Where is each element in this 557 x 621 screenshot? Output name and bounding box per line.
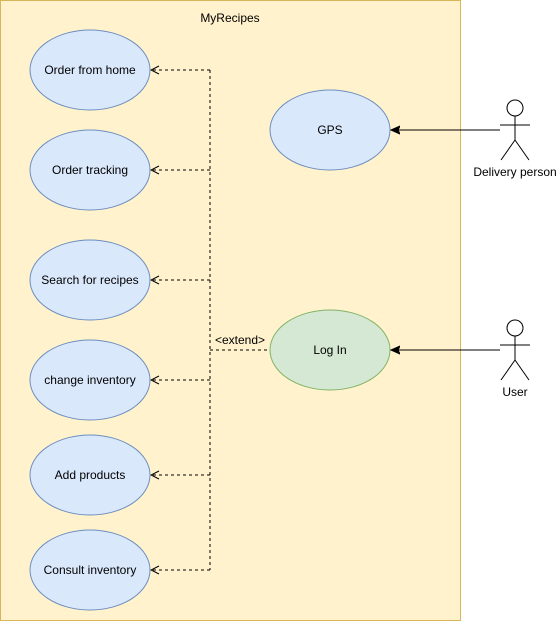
use-case-label: Search for recipes bbox=[41, 273, 138, 287]
use-case-label: Order from home bbox=[44, 63, 136, 77]
use-case-label: Log In bbox=[313, 343, 346, 357]
use-case-label: GPS bbox=[317, 123, 342, 137]
system-title: MyRecipes bbox=[200, 11, 259, 25]
use-case-order-tracking[interactable]: Order tracking bbox=[29, 129, 151, 211]
actor-head-icon bbox=[506, 319, 524, 337]
actor-user-label: User bbox=[502, 385, 527, 399]
use-case-log-in[interactable]: Log In bbox=[269, 309, 391, 391]
use-case-gps[interactable]: GPS bbox=[269, 89, 391, 171]
actor-user[interactable] bbox=[500, 319, 530, 381]
actor-head-icon bbox=[506, 99, 524, 117]
use-case-search-for-recipes[interactable]: Search for recipes bbox=[29, 239, 151, 321]
actor-delivery-person[interactable] bbox=[500, 99, 530, 161]
use-case-label: Consult inventory bbox=[44, 563, 137, 577]
use-case-consult-inventory[interactable]: Consult inventory bbox=[29, 529, 151, 611]
use-case-label: Add products bbox=[55, 468, 126, 482]
actor-delivery-person-label: Delivery person bbox=[473, 165, 556, 179]
use-case-label: Order tracking bbox=[52, 163, 128, 177]
use-case-label: change inventory bbox=[44, 373, 135, 387]
extend-connectors bbox=[151, 70, 270, 570]
extend-label: <extend> bbox=[215, 333, 265, 347]
use-case-order-from-home[interactable]: Order from home bbox=[29, 29, 151, 111]
use-case-change-inventory[interactable]: change inventory bbox=[29, 339, 151, 421]
use-case-add-products[interactable]: Add products bbox=[29, 434, 151, 516]
